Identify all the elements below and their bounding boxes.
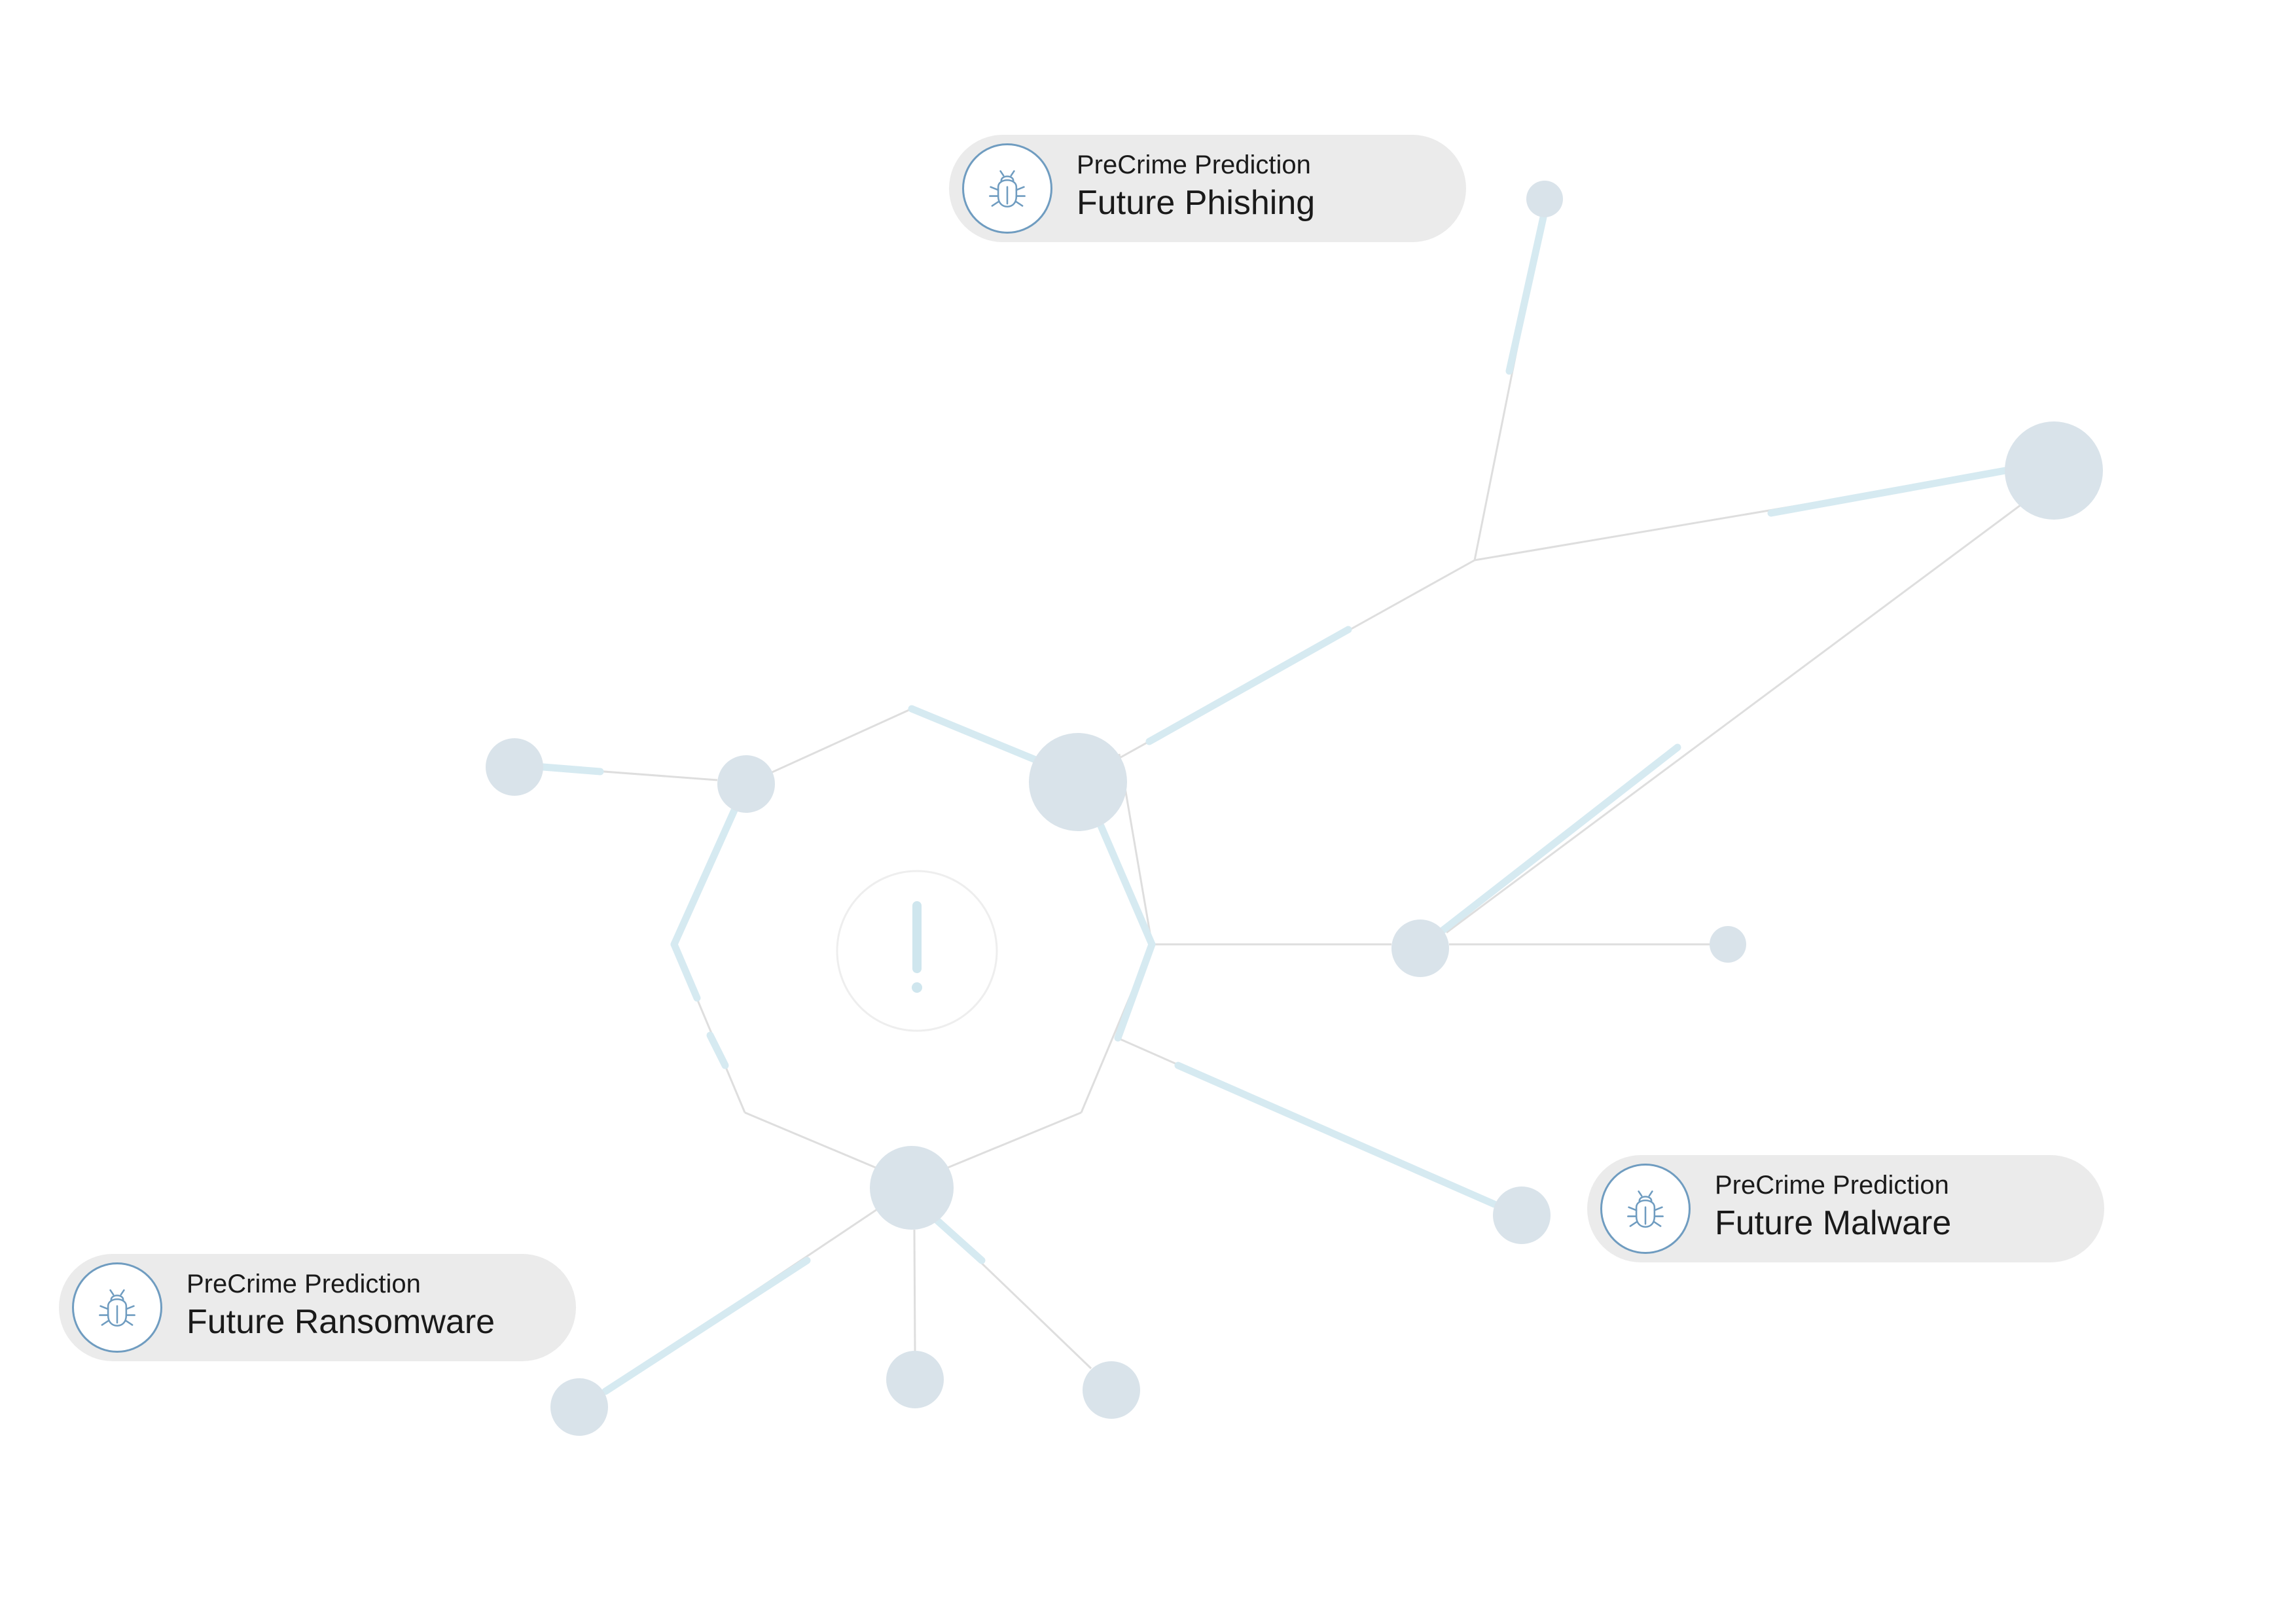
network-node [1029, 733, 1127, 831]
highlighted-edges [539, 213, 2009, 1395]
network-node [1526, 181, 1563, 217]
edge-highlight [1505, 213, 1547, 375]
edge-highlight [601, 1257, 811, 1395]
prediction-kicker: PreCrime Prediction [187, 1270, 421, 1298]
edge-highlight [539, 763, 604, 776]
network-node [2005, 421, 2103, 520]
edge-thin [1446, 496, 2032, 934]
prediction-card-malware: PreCrime Prediction Future Malware [1587, 1155, 2104, 1262]
bug-icon [72, 1262, 162, 1353]
edge-highlight [670, 940, 701, 1002]
edge-highlight [1145, 626, 1352, 745]
network-node [486, 738, 543, 796]
network-node [1710, 926, 1746, 963]
edge-thin [913, 1229, 916, 1351]
network-node [1493, 1186, 1551, 1244]
network-nodes [486, 181, 2103, 1436]
prediction-title: Future Phishing [1077, 184, 1316, 222]
network-node [717, 755, 775, 813]
prediction-title: Future Malware [1715, 1204, 1952, 1242]
edge-highlight [1114, 940, 1156, 1042]
network-node [886, 1351, 944, 1408]
edge-highlight [1174, 1061, 1498, 1208]
edge-highlight [933, 1217, 986, 1264]
edge-highlight [1767, 467, 2009, 517]
exclamation-icon [836, 870, 998, 1032]
prediction-kicker: PreCrime Prediction [1077, 151, 1311, 179]
edge-highlight [706, 1031, 729, 1069]
prediction-card-ransomware: PreCrime Prediction Future Ransomware [59, 1254, 576, 1361]
network-node [1391, 919, 1449, 977]
bug-icon [962, 143, 1052, 234]
network-node [870, 1146, 954, 1230]
edge-thin [946, 1111, 1082, 1169]
edge-highlight [670, 780, 750, 948]
edge-highlight [908, 705, 1043, 765]
prediction-kicker: PreCrime Prediction [1715, 1171, 1949, 1200]
prediction-card-phishing: PreCrime Prediction Future Phishing [949, 135, 1466, 242]
edge-thin [745, 707, 912, 785]
edge-thin [744, 1111, 878, 1169]
edge-highlight [1436, 743, 1681, 936]
edge-highlight [1097, 822, 1156, 948]
network-node [550, 1378, 608, 1436]
bug-icon [1600, 1164, 1691, 1254]
prediction-title: Future Ransomware [187, 1303, 495, 1341]
network-node [1083, 1361, 1140, 1419]
